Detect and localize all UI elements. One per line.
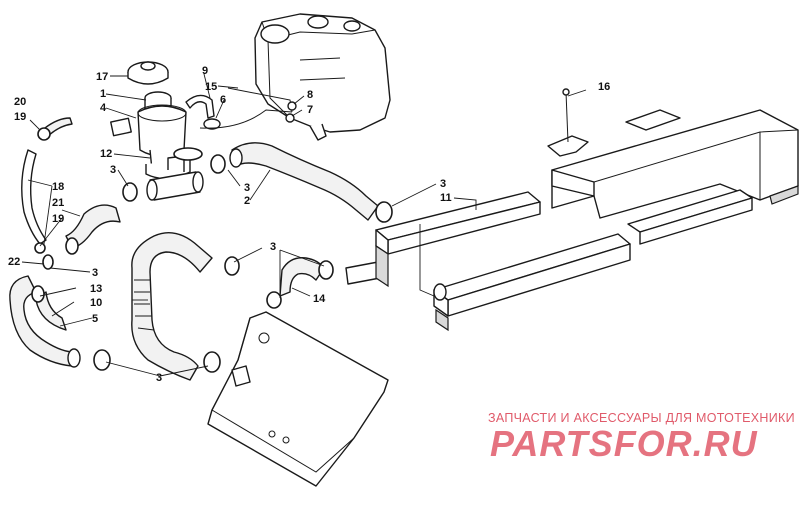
callout-8: 8 — [307, 89, 313, 101]
callout-12: 12 — [100, 148, 112, 160]
callout-19-a: 19 — [14, 111, 26, 123]
callout-3-a: 3 — [110, 164, 116, 176]
callout-3-d: 3 — [92, 267, 98, 279]
callout-6: 6 — [220, 94, 226, 106]
mounting-plate — [207, 311, 389, 487]
callout-5: 5 — [92, 313, 98, 325]
callout-3-f: 3 — [270, 241, 276, 253]
hose-21 — [65, 204, 121, 249]
callout-9: 9 — [202, 65, 208, 77]
watermark-logo: PARTSFOR.RU — [490, 424, 758, 464]
callout-3-b: 3 — [244, 182, 250, 194]
callout-4: 4 — [100, 102, 107, 114]
callout-3-e: 3 — [156, 372, 162, 384]
callout-20: 20 — [14, 96, 26, 108]
callout-2: 2 — [244, 195, 250, 207]
callout-1: 1 — [100, 88, 106, 100]
callout-7: 7 — [307, 104, 313, 116]
callout-18: 18 — [52, 181, 64, 193]
callout-3-c: 3 — [440, 178, 446, 190]
callout-13: 13 — [90, 283, 102, 295]
callout-15: 15 — [205, 81, 217, 93]
heat-exchanger-upper — [375, 191, 541, 288]
vent-lines — [185, 87, 297, 130]
outlet-fitting — [345, 261, 381, 285]
callout-16: 16 — [598, 81, 610, 93]
callout-10: 10 — [90, 297, 102, 309]
watermark-tagline: ЗАПЧАСТИ И АКСЕССУАРЫ ДЛЯ МОТОТЕХНИКИ — [488, 411, 795, 425]
callout-17: 17 — [96, 71, 108, 83]
callout-22: 22 — [8, 256, 20, 268]
radiator-cap — [127, 61, 169, 85]
hose-clamps — [31, 147, 393, 373]
upper-hose — [231, 142, 379, 221]
overflow-tank — [254, 13, 391, 141]
callout-19-b: 19 — [52, 213, 64, 225]
tunnel-exchanger-frame — [551, 109, 799, 245]
leader-lines — [21, 73, 587, 377]
callout-labels: 17 1 4 12 3 9 15 6 8 7 3 2 3 11 16 20 19… — [8, 65, 610, 384]
decal-plate — [110, 117, 132, 137]
watermark-logo-text: PARTSFOR.RU — [490, 424, 758, 464]
corrugated-hose — [131, 232, 213, 381]
lower-left-hose — [9, 275, 81, 368]
bypass-hose-left — [21, 117, 73, 254]
hose-14 — [279, 257, 325, 297]
callout-11: 11 — [440, 192, 452, 204]
callout-14: 14 — [313, 293, 326, 305]
heat-exchanger-lower — [433, 233, 631, 332]
tee-fitting — [146, 155, 204, 201]
callout-21: 21 — [52, 197, 64, 209]
bracket-16 — [547, 88, 589, 157]
